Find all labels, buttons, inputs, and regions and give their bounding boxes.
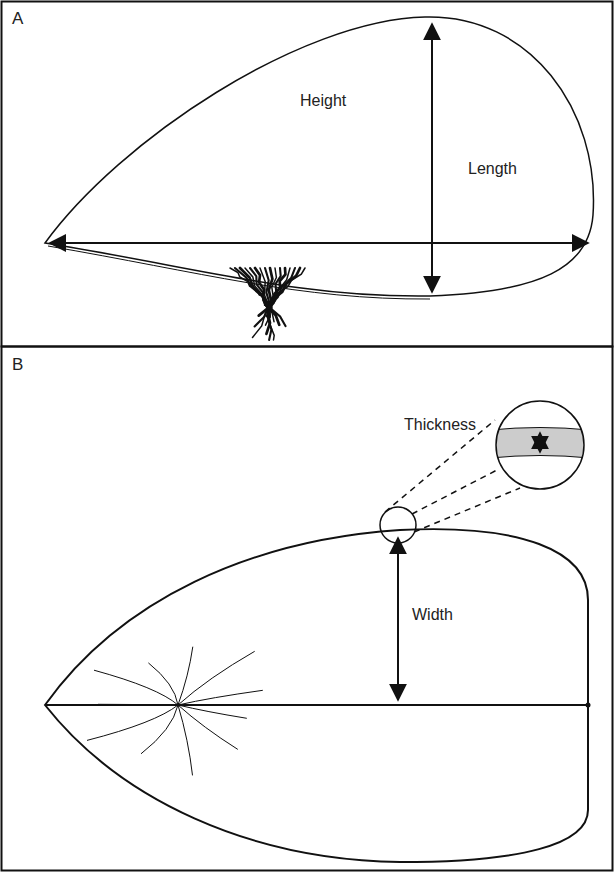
panel-label: B — [12, 356, 23, 375]
byssus-threads — [230, 268, 305, 340]
dimension-label: Length — [468, 160, 517, 178]
width-arrow — [397, 538, 399, 700]
zoom-leader — [412, 470, 497, 514]
zoom-circle — [496, 401, 584, 489]
panel-frame — [2, 347, 613, 871]
panel-label: A — [12, 10, 23, 29]
zoom-leader — [385, 420, 495, 512]
shell-outline — [45, 529, 588, 862]
panel-frame — [2, 2, 613, 347]
zoom-leader — [414, 488, 520, 532]
byssus-threads — [87, 647, 263, 776]
hinge-line — [45, 704, 588, 706]
dimension-label: Thickness — [404, 416, 476, 434]
dimension-label: Height — [300, 92, 346, 110]
height-arrow — [431, 24, 433, 292]
shell-outline — [45, 17, 593, 296]
dimension-label: Width — [412, 606, 453, 624]
length-arrow — [50, 242, 588, 244]
